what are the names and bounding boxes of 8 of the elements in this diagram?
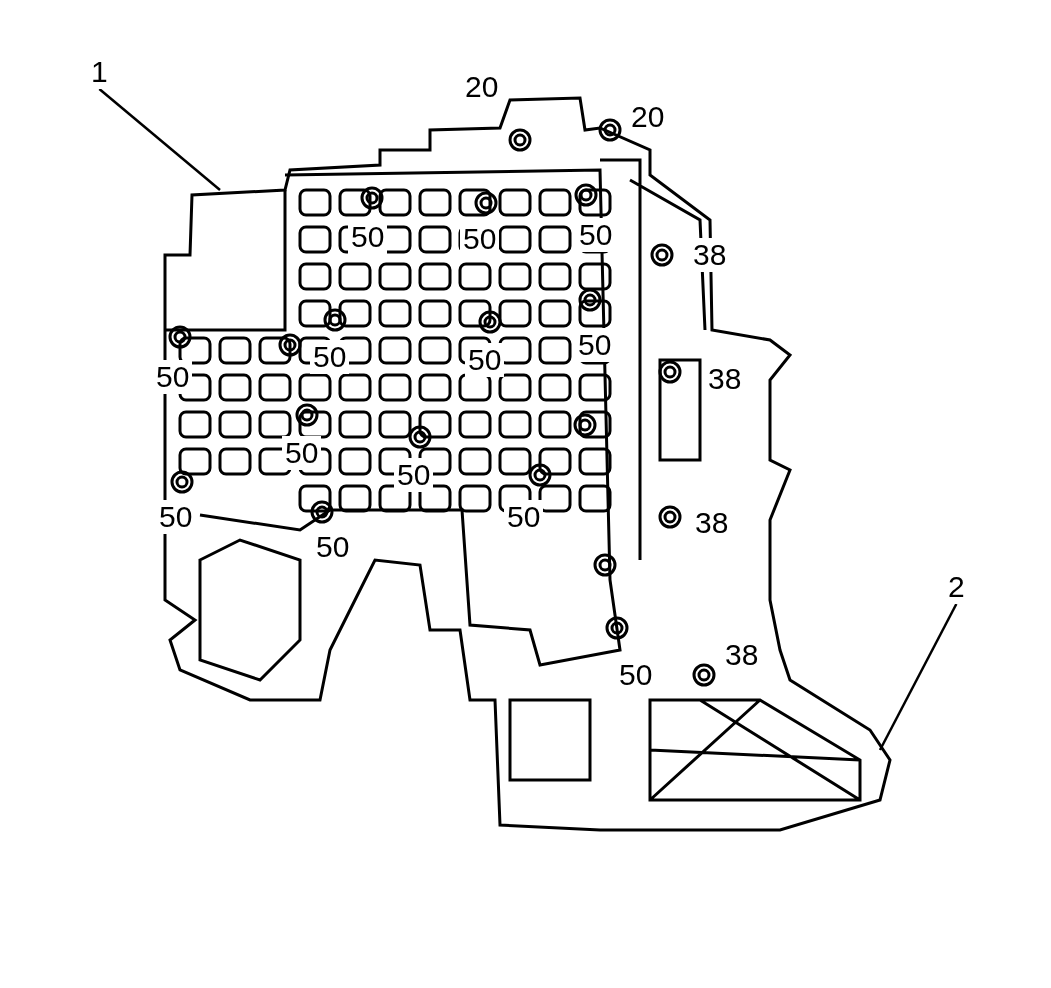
bolt-length-label: 50	[575, 328, 615, 362]
bolt-length-label: 50	[394, 458, 434, 492]
bolt-length-label: 50	[460, 222, 500, 256]
leader-line	[878, 603, 958, 751]
leader-line	[98, 88, 221, 191]
bolt-length-label: 50	[465, 343, 505, 377]
bolt-length-label: 50	[282, 436, 322, 470]
bolt-length-label: 50	[310, 340, 350, 374]
